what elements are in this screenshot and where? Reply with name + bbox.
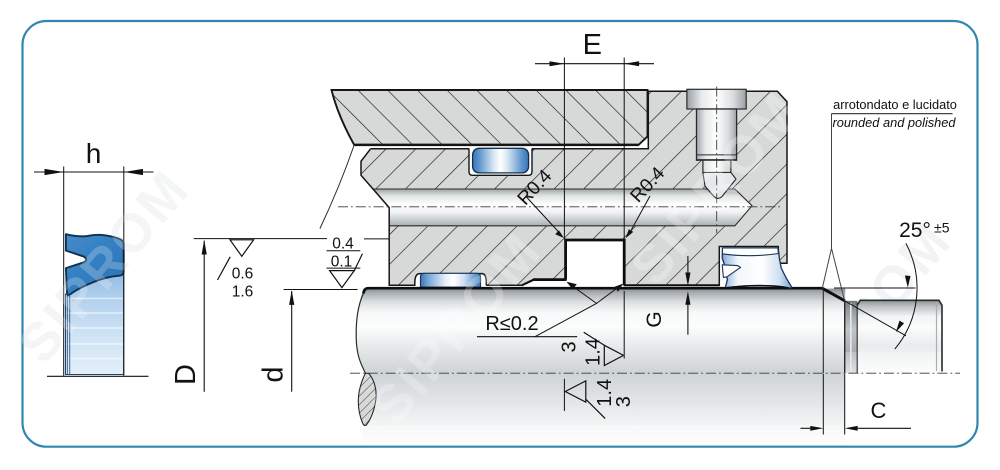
svg-text:3: 3 (559, 341, 581, 352)
svg-text:1.4: 1.4 (583, 338, 605, 366)
svg-text:25°: 25° (899, 219, 931, 242)
svg-text:G: G (643, 311, 666, 327)
svg-text:0.4: 0.4 (332, 236, 354, 253)
svg-text:0.6: 0.6 (232, 266, 254, 283)
svg-text:1.4: 1.4 (594, 379, 616, 407)
svg-text:3: 3 (613, 396, 635, 407)
svg-text:d: d (258, 366, 290, 382)
svg-text:0.1: 0.1 (331, 253, 353, 270)
svg-text:1.6: 1.6 (232, 283, 254, 300)
svg-text:arrotondato e lucidato: arrotondato e lucidato (833, 97, 957, 112)
svg-text:±5: ±5 (934, 220, 950, 236)
svg-text:rounded and polished: rounded and polished (832, 115, 956, 130)
svg-text:h: h (86, 138, 102, 169)
svg-text:D: D (170, 364, 202, 385)
svg-text:C: C (871, 398, 887, 423)
svg-text:E: E (583, 29, 602, 61)
svg-text:R≤0.2: R≤0.2 (485, 313, 538, 335)
